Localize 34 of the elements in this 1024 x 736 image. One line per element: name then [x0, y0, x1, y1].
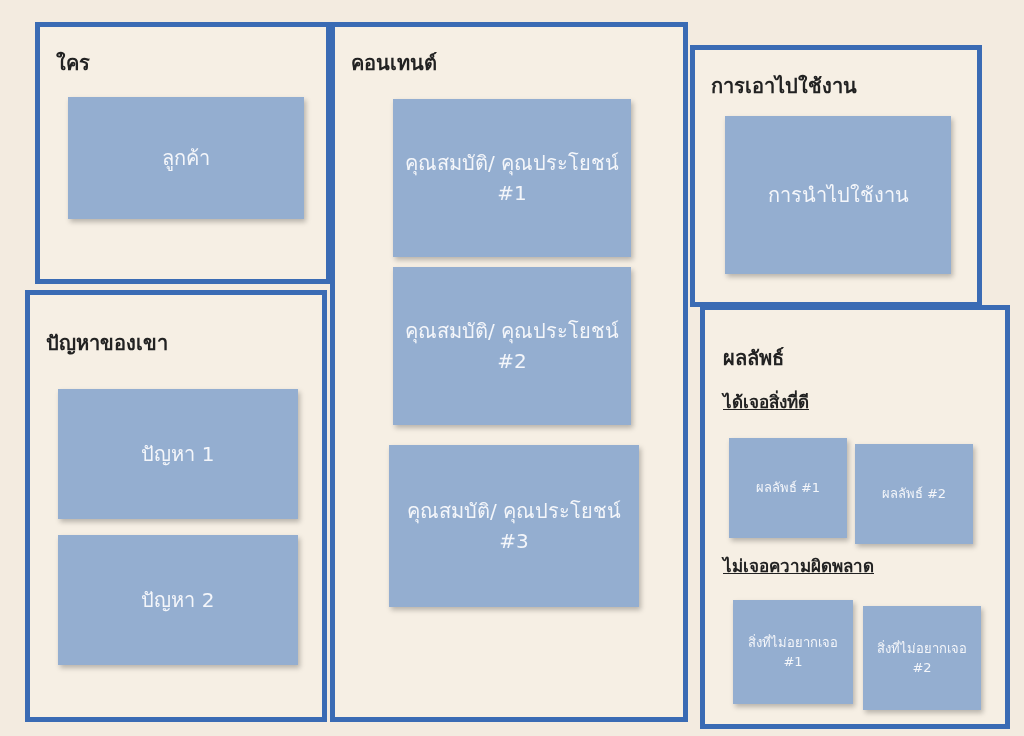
section-panel — [700, 305, 1010, 729]
card-label: ผลลัพธ์ #2 — [881, 485, 947, 504]
card-label: ลูกค้า — [162, 145, 210, 173]
card-label: ปัญหา 2 — [141, 587, 215, 614]
card-label: สิ่งที่ไม่อยากเจอ #1 — [747, 633, 839, 671]
content-card — [729, 438, 847, 538]
content-card — [393, 267, 631, 425]
content-card — [393, 99, 631, 257]
section-panel — [690, 45, 982, 307]
content-card — [863, 606, 981, 710]
section-heading: คอนเทนต์ — [351, 50, 437, 77]
section-heading: ปัญหาของเขา — [46, 330, 168, 357]
card-label: ปัญหา 1 — [141, 441, 215, 468]
section-heading: ใคร — [56, 50, 90, 77]
section-panel — [25, 290, 327, 722]
card-label: ผลลัพธ์ #1 — [755, 479, 821, 498]
content-card — [68, 97, 304, 219]
section-heading: การเอาไปใช้งาน — [711, 73, 857, 100]
card-label: สิ่งที่ไม่อยากเจอ #2 — [876, 639, 968, 677]
section-panel — [330, 22, 688, 722]
content-card — [389, 445, 639, 607]
content-card — [855, 444, 973, 544]
content-card — [725, 116, 951, 274]
subheading: ไม่เจอความผิดพลาด — [723, 555, 874, 578]
card-label: คุณสมบัติ/ คุณประโยชน์ #2 — [403, 318, 621, 375]
section-panel — [35, 22, 331, 284]
card-label: การนำไปใช้งาน — [767, 182, 909, 209]
subheading: ได้เจอสิ่งที่ดี — [723, 389, 809, 414]
content-card — [58, 535, 298, 665]
content-card — [58, 389, 298, 519]
card-label: คุณสมบัติ/ คุณประโยชน์ #1 — [403, 150, 621, 207]
card-label: คุณสมบัติ/ คุณประโยชน์ #3 — [405, 498, 623, 555]
content-card — [733, 600, 853, 704]
section-heading: ผลลัพธ์ — [723, 345, 784, 372]
